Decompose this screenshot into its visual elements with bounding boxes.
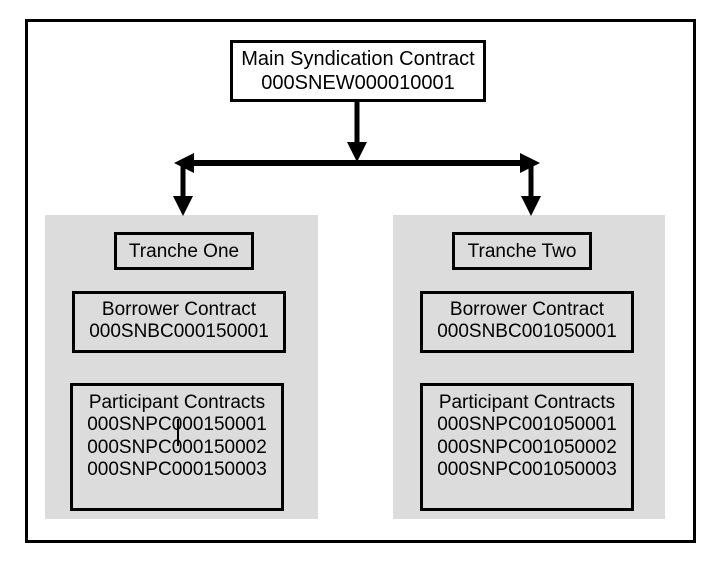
tranche-one-borrower-contract-box[interactable]: Borrower Contract 000SNBC000150001	[72, 291, 286, 353]
tranche-one-title: Tranche One	[128, 241, 240, 262]
tranche-two-participant-reference: 000SNPC001050001	[437, 414, 617, 436]
tranche-two-title: Tranche Two	[467, 241, 577, 262]
tranche-one-participant-reference: 000SNPC000150003	[87, 459, 267, 481]
tranche-one-participants-label: Participant Contracts	[88, 392, 266, 413]
tranche-one-borrower-label: Borrower Contract	[101, 299, 257, 320]
tranche-one-participant-contracts-box[interactable]: Participant Contracts 000SNPC000150001 0…	[70, 383, 284, 511]
tranche-two-participant-reference: 000SNPC001050003	[437, 459, 617, 481]
tranche-two-participant-reference: 000SNPC001050002	[437, 436, 617, 458]
tranche-two-borrower-reference: 000SNBC001050001	[437, 321, 617, 343]
tranche-two-borrower-contract-box[interactable]: Borrower Contract 000SNBC001050001	[420, 291, 634, 353]
tranche-two-participant-contracts-box[interactable]: Participant Contracts 000SNPC001050001 0…	[420, 383, 634, 511]
tranche-two-title-box[interactable]: Tranche Two	[452, 232, 592, 270]
main-syndication-contract-box[interactable]: Main Syndication Contract 000SNEW0000100…	[230, 40, 486, 102]
tranche-one-participant-reference: 000SNPC000150002	[87, 436, 267, 458]
tranche-one-borrower-reference: 000SNBC000150001	[89, 321, 269, 343]
main-contract-reference: 000SNEW000010001	[261, 71, 455, 94]
text-caret	[177, 419, 179, 446]
tranche-two-borrower-label: Borrower Contract	[449, 299, 605, 320]
tranche-two-participants-label: Participant Contracts	[438, 392, 616, 413]
main-contract-label: Main Syndication Contract	[241, 48, 475, 70]
tranche-one-title-box[interactable]: Tranche One	[114, 232, 254, 270]
